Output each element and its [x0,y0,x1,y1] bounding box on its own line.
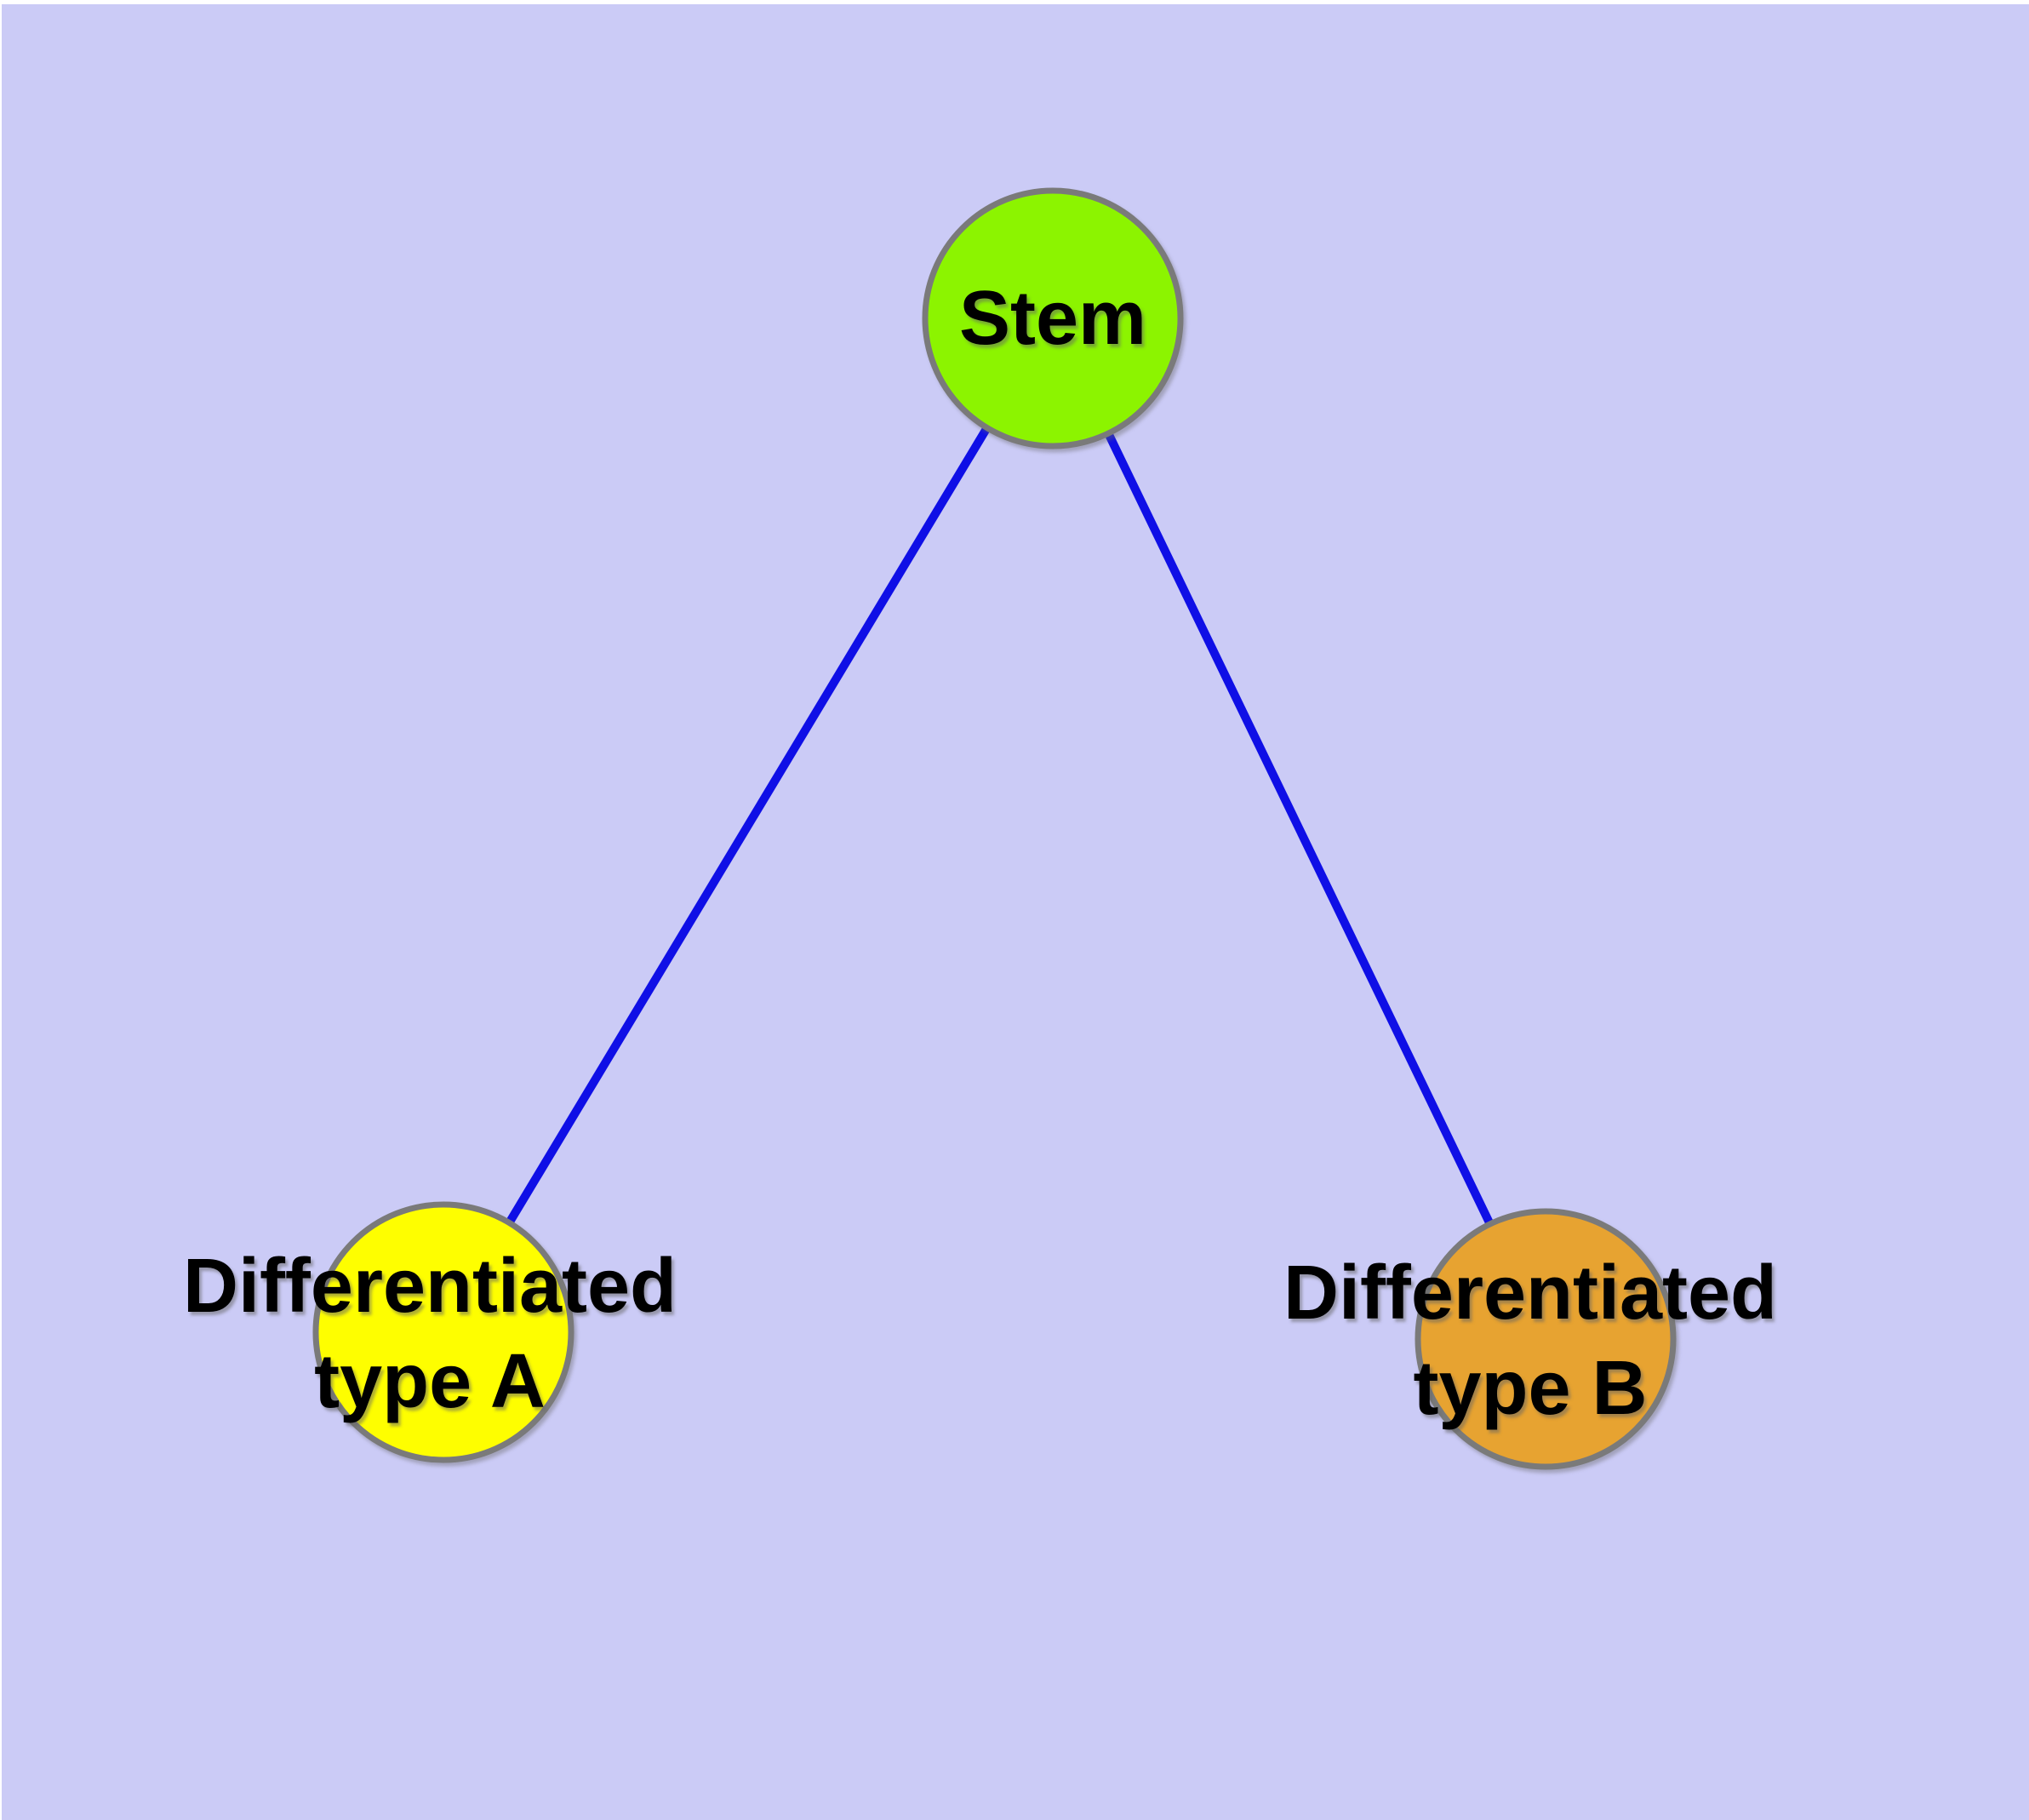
node-differentiated-type-b[interactable] [1415,1208,1677,1470]
node-stem[interactable] [922,187,1184,449]
edge-stem-to-type-b[interactable] [1049,316,1550,1342]
edge-stem-to-type-a[interactable] [439,316,1057,1335]
node-differentiated-type-a[interactable] [312,1201,574,1463]
